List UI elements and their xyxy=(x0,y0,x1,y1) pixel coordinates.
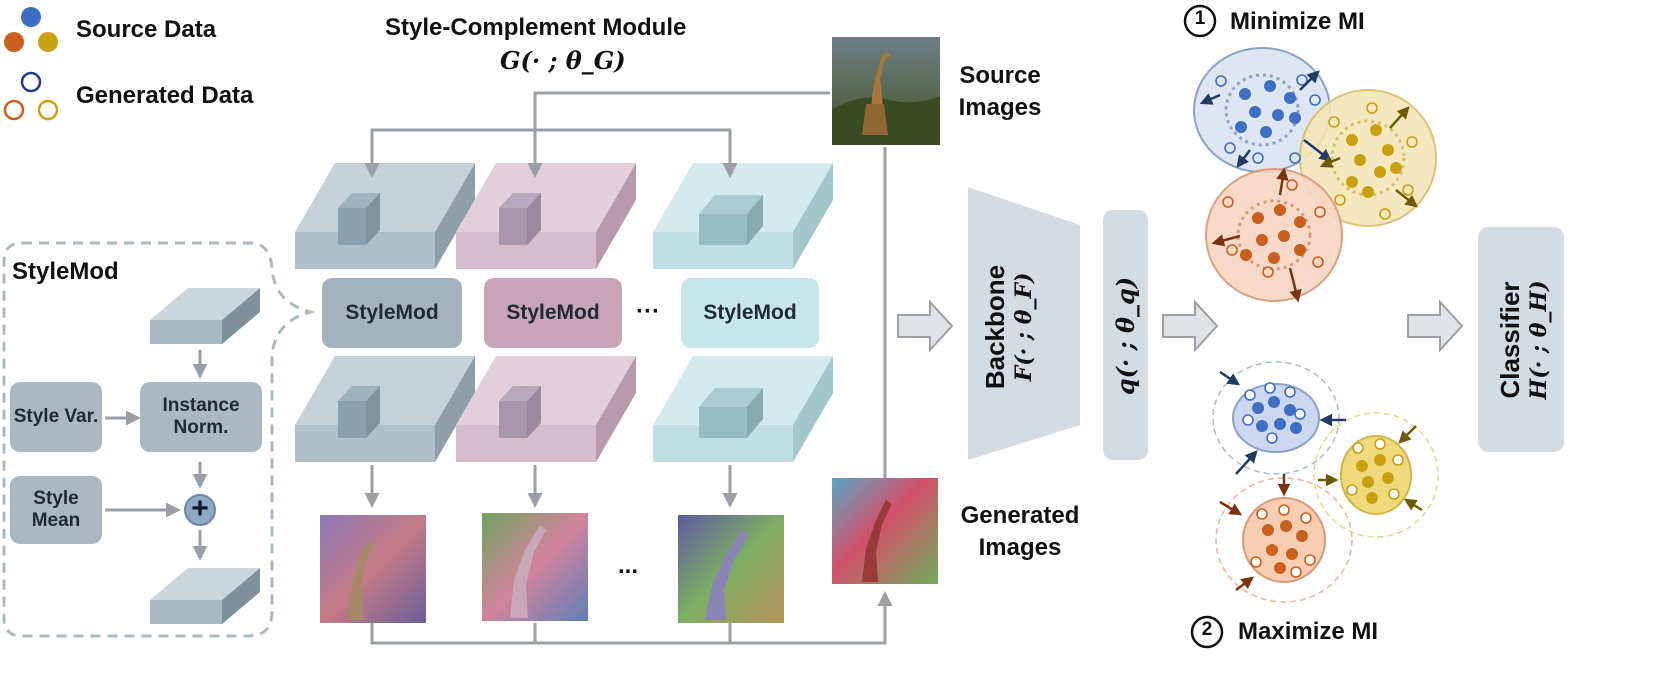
projector-formula: q(· ; θ_q) xyxy=(1111,276,1140,396)
module-title: Style-Complement Module xyxy=(385,14,687,41)
style-var-box: Style Var. xyxy=(10,382,102,452)
backbone-block xyxy=(968,187,1080,460)
legend-generated-icon xyxy=(3,71,59,121)
step-2-badge xyxy=(1190,615,1224,649)
generated-image-2 xyxy=(482,513,588,621)
legend-source-label: Source Data xyxy=(76,16,217,43)
add-operator-icon xyxy=(184,494,216,526)
style-mean-box: Style Mean xyxy=(10,476,102,544)
panel-slab-top xyxy=(150,288,260,344)
step-2-number: 2 xyxy=(1201,619,1213,640)
step-1-number: 1 xyxy=(1194,8,1206,29)
generated-image-1 xyxy=(320,515,426,623)
backbone-label: Backbone xyxy=(980,264,1010,390)
feature-slab-bottom-3 xyxy=(653,356,833,462)
legend-generated-label: Generated Data xyxy=(76,82,254,109)
classifier-formula: H(· ; θ_H) xyxy=(1526,280,1552,400)
instance-norm-box: Instance Norm. xyxy=(140,382,262,452)
feature-slab-bottom-2 xyxy=(456,356,636,462)
module-flow-lines xyxy=(364,91,893,645)
images-ellipsis: ... xyxy=(618,552,639,579)
generated-image-main xyxy=(832,478,938,584)
feature-slab-bottom-1 xyxy=(295,356,475,462)
stylemod-block-2: StyleMod xyxy=(484,278,622,348)
generated-image-3 xyxy=(678,515,784,623)
feature-slab-top-1 xyxy=(295,163,475,269)
plus-sign: + xyxy=(191,492,209,525)
panel-arrows xyxy=(105,350,208,561)
stylemod-panel-outline xyxy=(2,241,316,638)
flow-arrow-to-mi xyxy=(1162,299,1219,353)
classifier-label: Classifier xyxy=(1495,281,1525,399)
step-1-badge xyxy=(1183,4,1217,38)
flow-arrow-to-backbone xyxy=(897,299,954,353)
stylemod-block-1: StyleMod xyxy=(322,278,462,348)
feature-slab-top-2 xyxy=(456,163,636,269)
source-image xyxy=(832,37,940,145)
stylemod-panel-title: StyleMod xyxy=(12,258,119,285)
source-images-label: Source Images xyxy=(958,62,1042,121)
mi-minimize-graphic xyxy=(1193,47,1437,303)
stylemod-ellipsis: ··· xyxy=(636,298,660,325)
feature-slab-top-3 xyxy=(653,163,833,269)
stylemod-block-3: StyleMod xyxy=(681,278,819,348)
legend-source-icon xyxy=(4,7,58,52)
module-formula: G(· ; θ_G) xyxy=(500,46,626,75)
projector-block xyxy=(1103,210,1148,460)
panel-slab-bottom xyxy=(150,568,260,624)
classifier-text-group: Classifier H(· ; θ_H) xyxy=(1495,265,1552,415)
minimize-mi-label: Minimize MI xyxy=(1230,8,1365,35)
maximize-mi-label: Maximize MI xyxy=(1238,618,1379,645)
classifier-block xyxy=(1478,227,1564,452)
backbone-formula: F(· ; θ_F) xyxy=(1011,272,1037,382)
backbone-text-group: Backbone F(· ; θ_F) xyxy=(980,257,1037,397)
mi-maximize-graphic xyxy=(1212,361,1439,603)
flow-arrow-to-classifier xyxy=(1407,299,1464,353)
generated-images-label: Generated Images xyxy=(960,502,1080,561)
